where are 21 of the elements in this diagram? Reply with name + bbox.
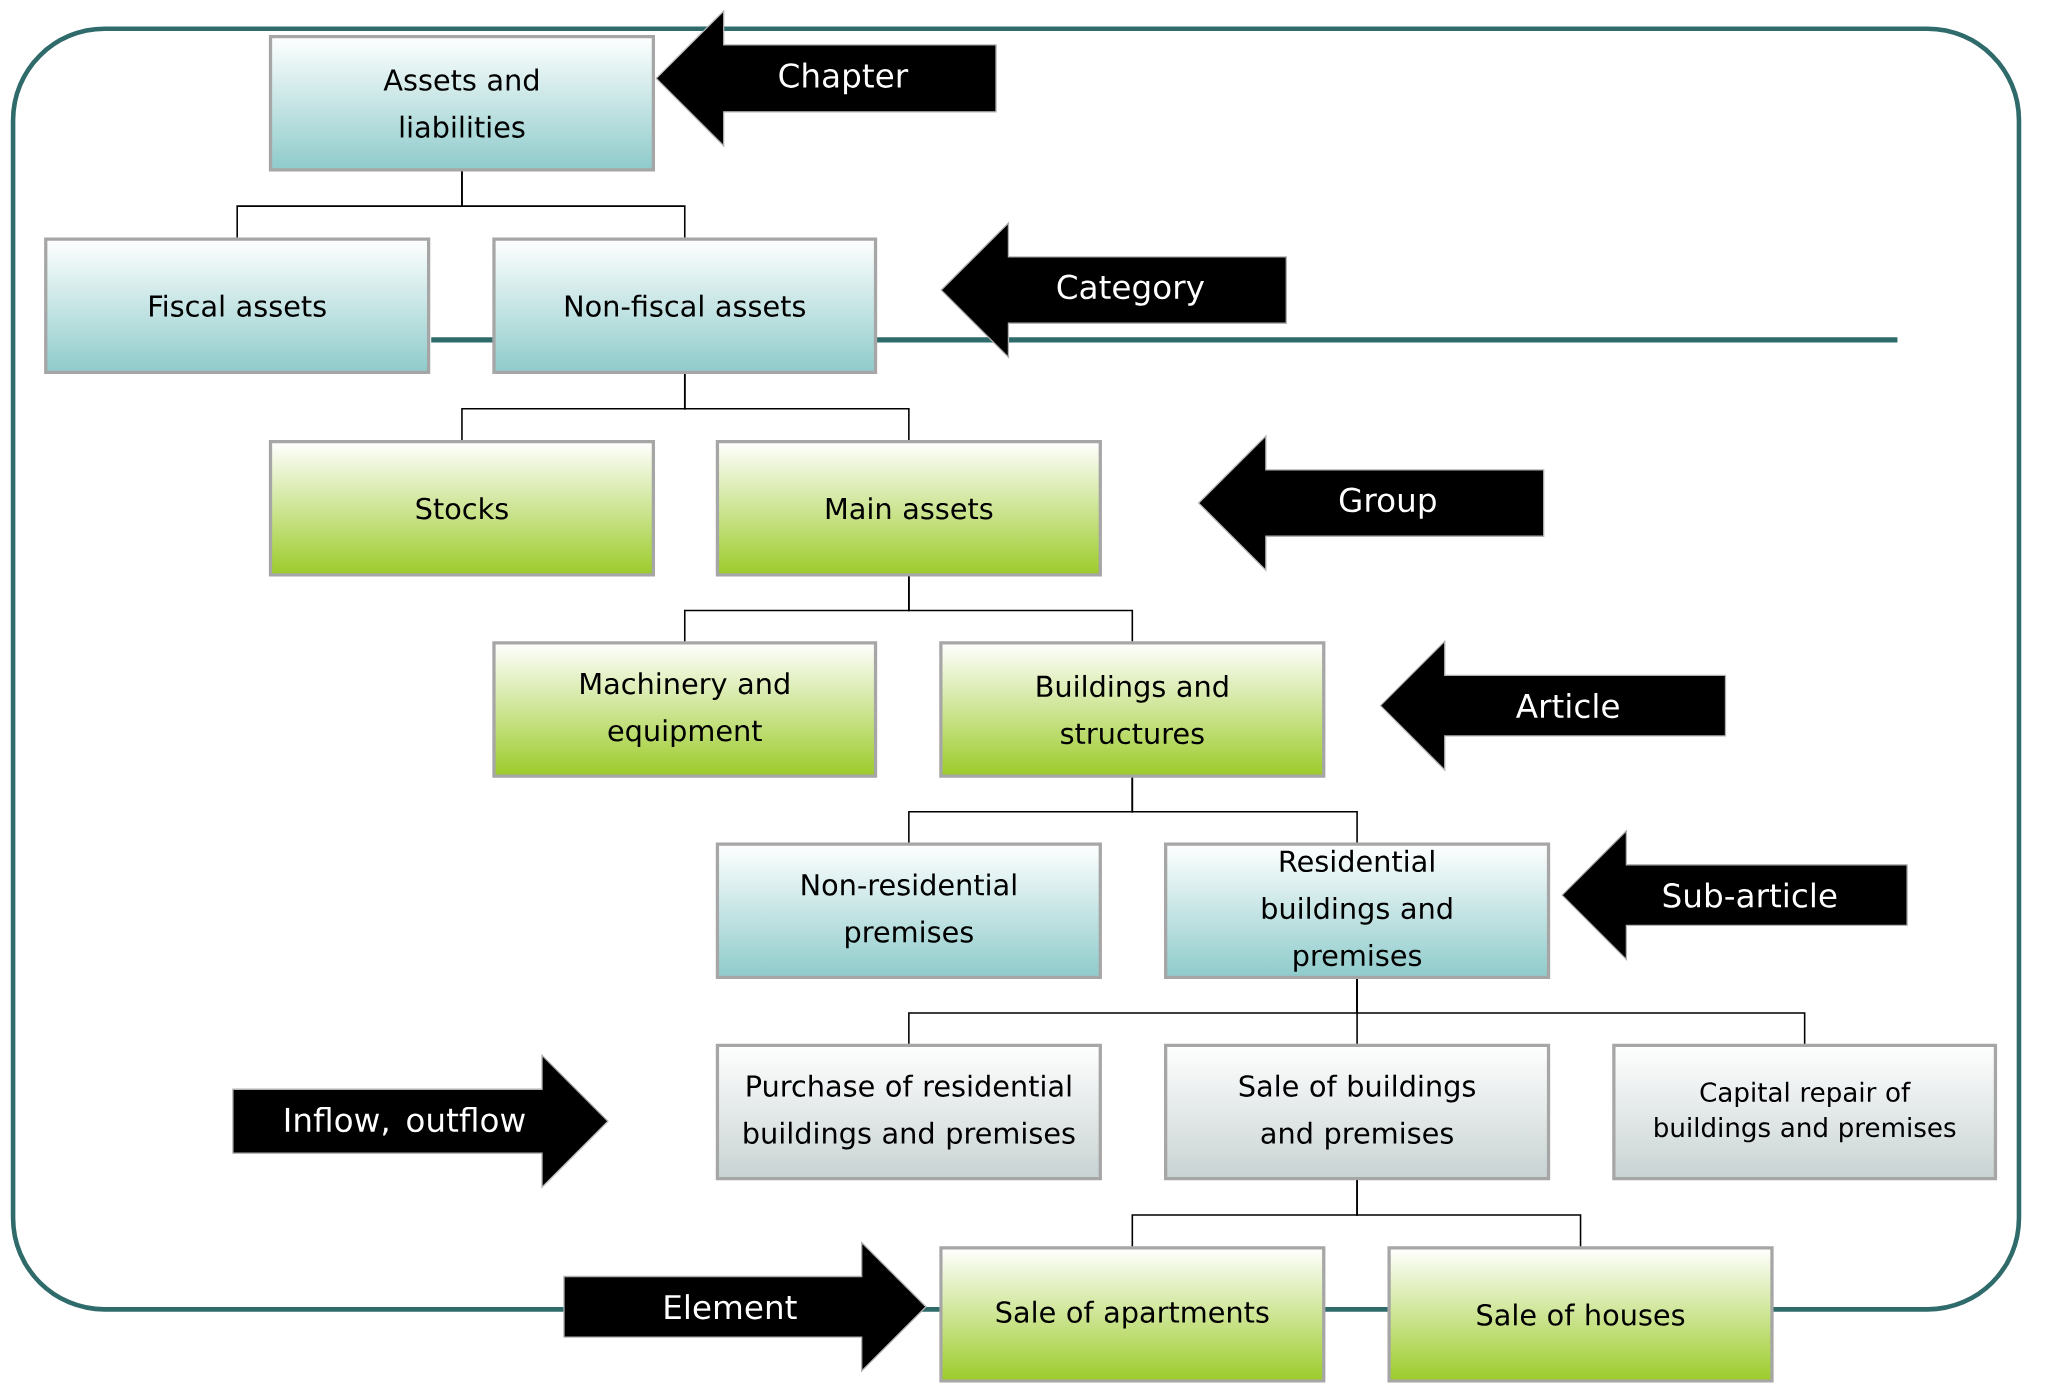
category-box: Fiscal assets (44, 237, 431, 375)
category-box: Sale of apartments (939, 1246, 1326, 1383)
connector (908, 576, 1134, 643)
category-box: Sale of buildings and premises (1164, 1044, 1551, 1181)
category-box: Residential buildings and premises (1164, 842, 1551, 980)
arrow-label: Article (1379, 640, 1727, 772)
category-box: Non-fiscal assets (492, 237, 878, 375)
category-box: Machinery and equipment (492, 641, 878, 779)
category-box: Purchase of residential buildings and premises (715, 1044, 1102, 1181)
category-box: Non-residential premises (715, 842, 1102, 980)
connector (1131, 777, 1358, 844)
connector (1356, 978, 1806, 1045)
category-box: Sale of houses (1387, 1246, 1774, 1383)
connector (1356, 1179, 1582, 1248)
connector (683, 373, 910, 442)
category-box: Assets and liabilities (268, 35, 656, 172)
category-box: Stocks (268, 440, 656, 577)
category-box: Main assets (715, 440, 1102, 577)
category-box: Capital repair of buildings and premises (1612, 1044, 1998, 1181)
category-box: Buildings and structures (939, 641, 1326, 779)
connector (461, 170, 686, 239)
